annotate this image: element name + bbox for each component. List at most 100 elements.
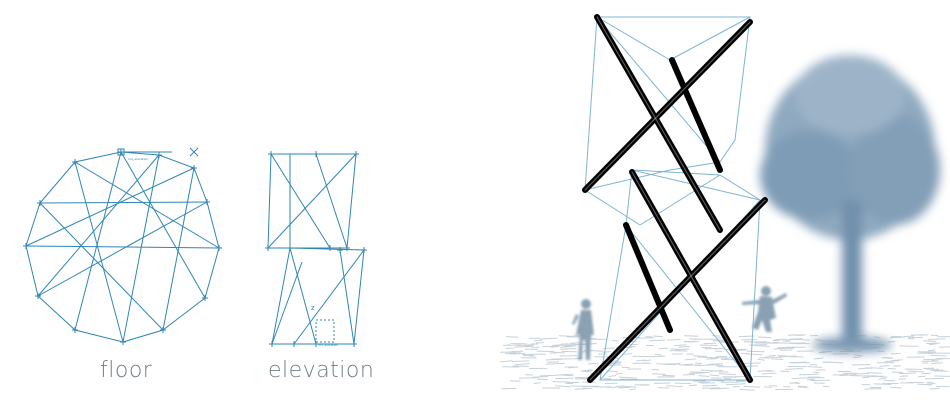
grass-stroke: [927, 351, 935, 354]
grass-stroke: [929, 387, 940, 390]
grass-stroke: [931, 362, 943, 364]
grass-stroke: [707, 363, 723, 365]
grass-stroke: [611, 339, 619, 342]
grass-stroke: [923, 358, 944, 361]
grass-stroke: [547, 361, 560, 363]
grass-stroke: [660, 363, 677, 366]
floor-rod-line: [37, 201, 208, 297]
grass-stroke: [532, 376, 548, 378]
grass-stroke: [678, 345, 690, 348]
grass-stroke: [506, 336, 519, 338]
grass-stroke: [666, 385, 683, 388]
grass-stroke: [873, 336, 881, 339]
tree-silhouette: [760, 55, 940, 353]
grass-stroke: [690, 371, 710, 374]
grass-stroke: [812, 371, 820, 374]
grass-stroke: [533, 382, 542, 384]
grass-stroke: [813, 357, 824, 360]
grass-stroke: [629, 388, 636, 391]
grass-stroke: [618, 376, 637, 379]
grass-stroke: [563, 345, 577, 348]
grass-stroke: [619, 386, 632, 389]
grass-stroke: [877, 350, 885, 353]
grass-stroke: [501, 387, 517, 390]
grass-stroke: [574, 388, 588, 390]
grass-stroke: [525, 344, 534, 347]
grass-stroke: [927, 338, 946, 341]
grass-stroke: [694, 364, 702, 367]
floor-rod-line: [74, 161, 220, 249]
grass-stroke: [807, 366, 823, 368]
grass-stroke: [899, 345, 919, 347]
floor-node-markers: [23, 149, 222, 345]
grass-stroke: [887, 367, 896, 370]
grass-stroke: [698, 375, 710, 377]
grass-stroke: [864, 388, 882, 390]
elevation-rod-line: [315, 153, 348, 249]
grass-stroke: [930, 354, 947, 357]
grass-stroke: [560, 347, 577, 350]
grass-stroke: [757, 358, 766, 361]
grass-stroke: [753, 345, 770, 347]
grass-stroke: [772, 341, 779, 344]
grass-stroke: [763, 386, 772, 388]
grass-stroke: [715, 364, 724, 367]
floor-rod-line: [25, 245, 220, 249]
grass-stroke: [870, 367, 884, 369]
rod: [669, 57, 723, 173]
grass-stroke: [568, 366, 576, 369]
grass-stroke: [758, 370, 771, 372]
grass-stroke: [774, 338, 787, 341]
grass-stroke: [899, 372, 917, 375]
grass-stroke: [778, 355, 797, 358]
rod: [582, 19, 753, 193]
grass-stroke: [883, 379, 896, 382]
grass-stroke: [926, 342, 941, 345]
grass-stroke: [615, 372, 623, 375]
floor-perimeter: [25, 151, 220, 343]
close-x-icon: [189, 147, 199, 157]
grass-stroke: [709, 374, 720, 377]
grass-ground: [500, 334, 950, 391]
grass-stroke: [723, 377, 732, 380]
grass-stroke: [810, 379, 830, 382]
grass-stroke: [689, 338, 697, 341]
grass-stroke: [925, 377, 945, 380]
grass-stroke: [653, 335, 663, 338]
child-silhouette-right: [742, 286, 787, 332]
grass-stroke: [798, 386, 809, 389]
grass-stroke: [518, 377, 539, 379]
grass-stroke: [712, 335, 721, 337]
grass-stroke: [677, 364, 689, 366]
grass-stroke: [636, 359, 646, 362]
grass-stroke: [893, 365, 901, 367]
grass-stroke: [588, 362, 599, 365]
grass-stroke: [855, 375, 875, 378]
grass-stroke: [621, 385, 637, 388]
grass-stroke: [552, 351, 565, 354]
grass-stroke: [684, 335, 699, 337]
grass-stroke: [522, 353, 534, 356]
floor-rod-line: [74, 151, 122, 331]
elevation-rod-line: [289, 247, 317, 345]
grass-stroke: [923, 340, 937, 343]
elevation-node-markers: [265, 151, 367, 347]
grass-stroke: [654, 353, 662, 356]
elevation-rod-line: [339, 249, 355, 345]
grass-stroke: [759, 357, 770, 359]
grass-stroke: [542, 345, 560, 348]
grass-stroke: [903, 335, 915, 338]
floor-rod-line: [37, 154, 160, 297]
grass-stroke: [874, 383, 892, 385]
floor-caption: floor: [100, 358, 153, 383]
grass-stroke: [546, 362, 566, 365]
grass-stroke: [710, 387, 730, 390]
grass-stroke: [683, 373, 695, 376]
elevation-caption: elevation: [268, 358, 375, 383]
grass-stroke: [884, 360, 900, 363]
grass-stroke: [602, 350, 611, 353]
grass-stroke: [791, 361, 807, 364]
grass-stroke: [500, 360, 513, 363]
grass-stroke: [878, 377, 886, 380]
